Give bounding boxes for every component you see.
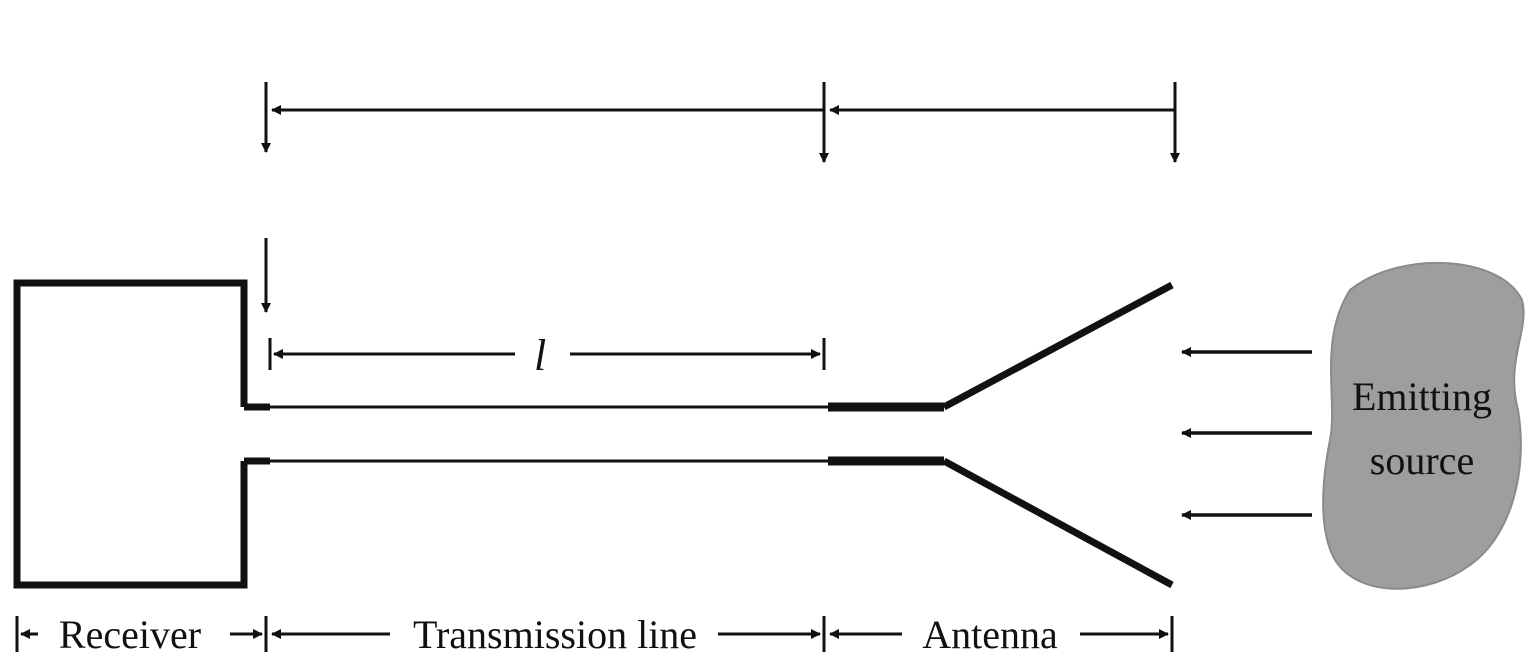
emitting-source-blob <box>1322 261 1525 590</box>
section-receiver: Receiver <box>59 612 201 657</box>
antenna-flare-bottom <box>942 457 1174 589</box>
receiver-box <box>13 279 248 589</box>
label-source-line2: source <box>1370 438 1474 483</box>
label-source-line1: Emitting <box>1352 374 1492 419</box>
section-transmission-line: Transmission line <box>413 612 697 657</box>
label-length-l: l <box>534 331 546 380</box>
section-antenna: Antenna <box>922 612 1058 657</box>
antenna-flare-top <box>942 281 1174 411</box>
